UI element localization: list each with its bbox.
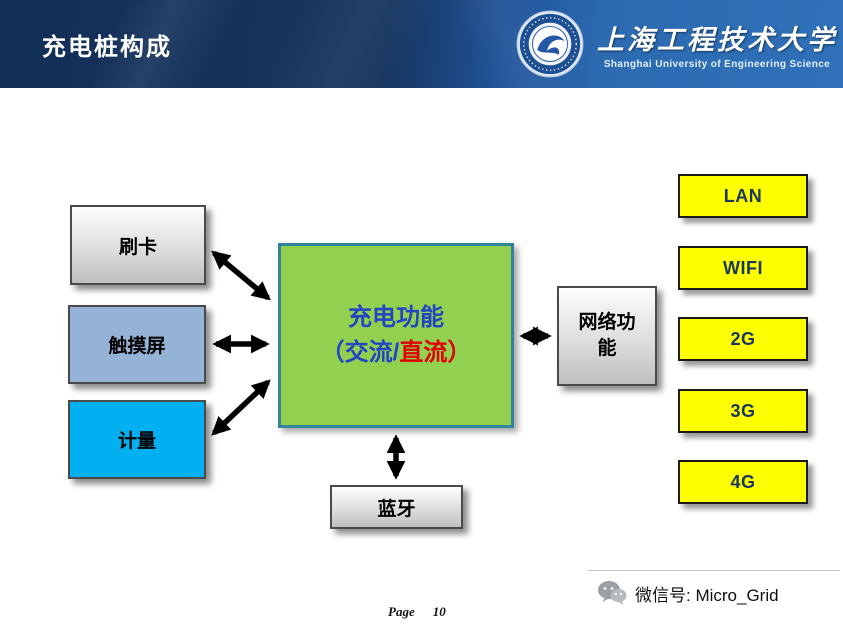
university-name-en: Shanghai University of Engineering Scien…: [603, 59, 831, 70]
page-number: Page 10: [388, 604, 446, 620]
box-lan: LAN: [678, 174, 808, 218]
charging-function-subtitle: （交流/直流）: [321, 336, 472, 371]
slide-header: 充电桩构成 上海工程技术大学 Shanghai University of En…: [0, 0, 843, 88]
box-touchscreen: 触摸屏: [68, 305, 206, 384]
university-name-cn: 上海工程技术大学: [597, 25, 837, 56]
box-2g-label: 2G: [730, 328, 756, 349]
box-network-function: 网络功能: [557, 286, 657, 386]
slash: /: [392, 338, 400, 366]
box-metering: 计量: [68, 400, 206, 479]
wechat-footer: 微信号: Micro_Grid: [597, 580, 779, 606]
box-bluetooth: 蓝牙: [330, 485, 463, 529]
ac-label: 交流: [344, 338, 393, 366]
box-metering-label: 计量: [117, 431, 156, 452]
box-card-reader-label: 刷卡: [118, 236, 157, 258]
page-number-label: Page: [388, 604, 415, 619]
box-3g: 3G: [678, 389, 808, 433]
paren-open: （: [320, 338, 345, 366]
box-4g-label: 4G: [730, 471, 756, 492]
box-3g-label: 3G: [730, 400, 756, 421]
box-2g: 2G: [678, 317, 808, 361]
page-number-value: 10: [432, 604, 446, 619]
arrow-card-charging: [211, 250, 271, 301]
page-title: 充电桩构成: [42, 34, 172, 61]
box-network-function-label: 网络功能: [578, 312, 636, 359]
university-brand: 上海工程技术大学 Shanghai University of Engineer…: [515, 7, 837, 81]
paren-close: ）: [447, 338, 472, 366]
dc-label: 直流: [399, 338, 448, 366]
box-bluetooth-label: 蓝牙: [377, 498, 416, 520]
header-decoration: [0, 0, 843, 88]
box-charging-function: 充电功能 （交流/直流）: [278, 243, 514, 428]
box-wifi-label: WIFI: [723, 257, 763, 278]
box-wifi: WIFI: [678, 246, 808, 290]
box-touchscreen-label: 触摸屏: [108, 336, 166, 357]
university-logo-icon: [516, 10, 584, 78]
box-4g: 4G: [678, 460, 808, 504]
wechat-icon: [598, 581, 627, 605]
university-name-block: 上海工程技术大学 Shanghai University of Engineer…: [597, 18, 837, 70]
box-lan-label: LAN: [723, 185, 763, 206]
box-card-reader: 刷卡: [70, 205, 206, 285]
arrow-metering-charging: [211, 379, 271, 436]
footer-divider: [588, 570, 840, 571]
charging-function-title: 充电功能: [348, 303, 444, 331]
wechat-id-text: 微信号: Micro_Grid: [635, 585, 779, 605]
